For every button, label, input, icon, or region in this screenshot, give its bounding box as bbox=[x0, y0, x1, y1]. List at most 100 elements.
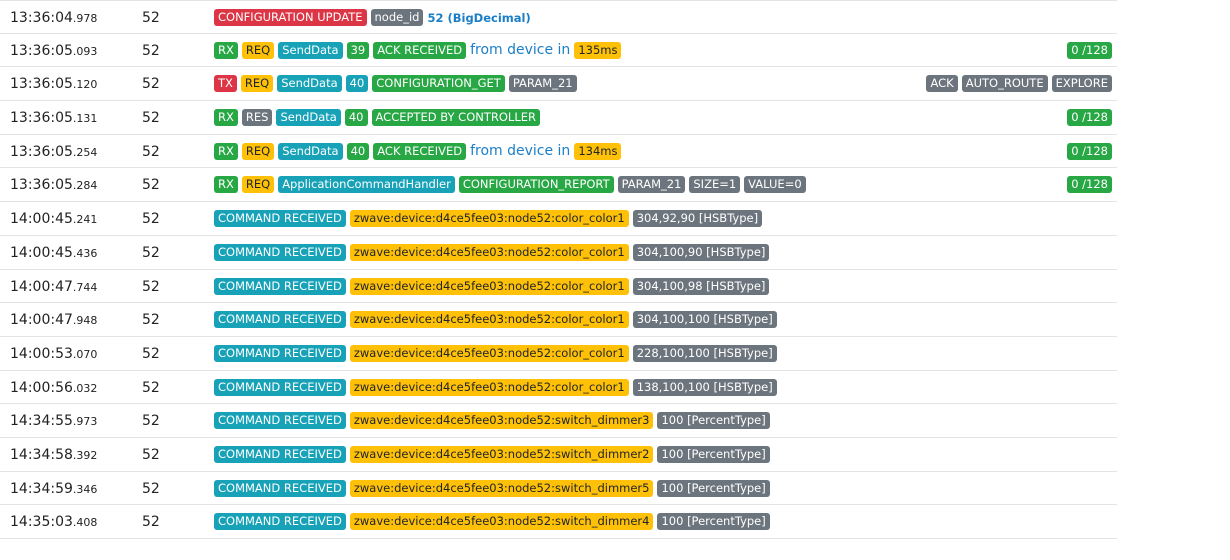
node-id: 52 bbox=[142, 379, 160, 396]
message-badge: CONFIGURATION_GET bbox=[372, 75, 505, 93]
node-id: 52 bbox=[142, 110, 160, 127]
message-badge: zwave:device:d4ce5fee03:node52:switch_di… bbox=[349, 445, 654, 463]
timestamp-ms: .948 bbox=[72, 314, 98, 328]
node-id: 52 bbox=[142, 211, 160, 228]
node-id: 52 bbox=[142, 143, 160, 160]
message-badge: ApplicationCommandHandler bbox=[278, 176, 455, 194]
timestamp-hms: 14:00:53 bbox=[10, 345, 73, 362]
message-badge: 100 [PercentType] bbox=[657, 479, 770, 497]
timestamp-ms: .408 bbox=[72, 516, 98, 530]
message-text: from device in bbox=[470, 143, 571, 160]
timestamp-hms: 14:35:03 bbox=[10, 514, 73, 531]
timestamp-ms: .032 bbox=[72, 381, 98, 395]
message-badge: COMMAND RECEIVED bbox=[214, 344, 346, 362]
message-badge: zwave:device:d4ce5fee03:node52:switch_di… bbox=[349, 479, 654, 497]
timestamp-hms: 13:36:05 bbox=[10, 177, 73, 194]
message-badge: REQ bbox=[240, 75, 274, 93]
flag-badge: ACK bbox=[926, 75, 958, 93]
message-badge: REQ bbox=[241, 41, 275, 59]
message-badge: 228,100,100 [HSBType] bbox=[632, 344, 777, 362]
timestamp: 13:36:05.131 bbox=[10, 110, 97, 126]
message-badge: 135ms bbox=[574, 41, 622, 59]
timestamp-hms: 13:36:05 bbox=[10, 143, 73, 160]
timestamp: 14:00:47.744 bbox=[10, 279, 97, 295]
timestamp: 14:00:45.436 bbox=[10, 245, 97, 261]
message-badge: 40 bbox=[346, 142, 370, 160]
timestamp-hms: 14:00:47 bbox=[10, 278, 73, 295]
timestamp-ms: .744 bbox=[72, 280, 98, 294]
row-flags: 0 /128 bbox=[1067, 176, 1112, 194]
message-badge: zwave:device:d4ce5fee03:node52:color_col… bbox=[349, 277, 629, 295]
timestamp-ms: .978 bbox=[72, 12, 98, 25]
message-badge: CONFIGURATION UPDATE bbox=[214, 9, 367, 26]
message-badge: REQ bbox=[241, 142, 275, 160]
timestamp-ms: .241 bbox=[72, 213, 98, 227]
node-id: 52 bbox=[142, 42, 160, 59]
timestamp-hms: 13:36:05 bbox=[10, 76, 73, 93]
timestamp: 14:34:58.392 bbox=[10, 447, 97, 463]
timestamp-hms: 13:36:05 bbox=[10, 110, 73, 127]
message-badge: 304,92,90 [HSBType] bbox=[632, 210, 763, 228]
timestamp-ms: .070 bbox=[72, 347, 98, 361]
timestamp: 13:36:05.254 bbox=[10, 144, 97, 160]
message-badge: TX bbox=[214, 75, 237, 93]
timestamp-ms: .120 bbox=[72, 78, 98, 92]
message-badge: ACK RECEIVED bbox=[373, 41, 467, 59]
timestamp: 14:00:47.948 bbox=[10, 312, 97, 328]
message-badge: SIZE=1 bbox=[689, 176, 741, 194]
timestamp-hms: 14:00:45 bbox=[10, 244, 73, 261]
timestamp: 13:36:05.284 bbox=[10, 177, 97, 193]
message-badge: SendData bbox=[278, 41, 343, 59]
timestamp-ms: .973 bbox=[72, 415, 98, 429]
message-badge: PARAM_21 bbox=[508, 75, 577, 93]
message-badge: 134ms bbox=[574, 142, 622, 160]
flag-badge: EXPLORE bbox=[1051, 75, 1112, 93]
message-badge: RX bbox=[214, 176, 238, 194]
timestamp: 13:36:05.120 bbox=[10, 76, 97, 92]
message-badge: SendData bbox=[276, 109, 341, 127]
timestamp-ms: .284 bbox=[72, 179, 98, 193]
node-id: 52 bbox=[142, 244, 160, 261]
node-id: 52 bbox=[142, 278, 160, 295]
row-flags: 0 /128 bbox=[1067, 41, 1112, 59]
message-badge: 100 [PercentType] bbox=[657, 445, 770, 463]
timestamp-ms: .392 bbox=[72, 448, 98, 462]
timestamp-hms: 13:36:05 bbox=[10, 42, 73, 59]
node-id: 52 bbox=[142, 514, 160, 531]
message-badge: RES bbox=[241, 109, 273, 127]
message-badge: node_id bbox=[370, 9, 424, 26]
timestamp-ms: .254 bbox=[72, 145, 98, 159]
timestamp-hms: 14:00:56 bbox=[10, 379, 73, 396]
timestamp: 13:36:04.978 bbox=[10, 10, 97, 26]
message-badge: zwave:device:d4ce5fee03:node52:switch_di… bbox=[349, 412, 654, 430]
timestamp-ms: .131 bbox=[72, 112, 98, 126]
message-badge: 100 [PercentType] bbox=[657, 513, 770, 531]
message-badge: zwave:device:d4ce5fee03:node52:color_col… bbox=[349, 344, 629, 362]
